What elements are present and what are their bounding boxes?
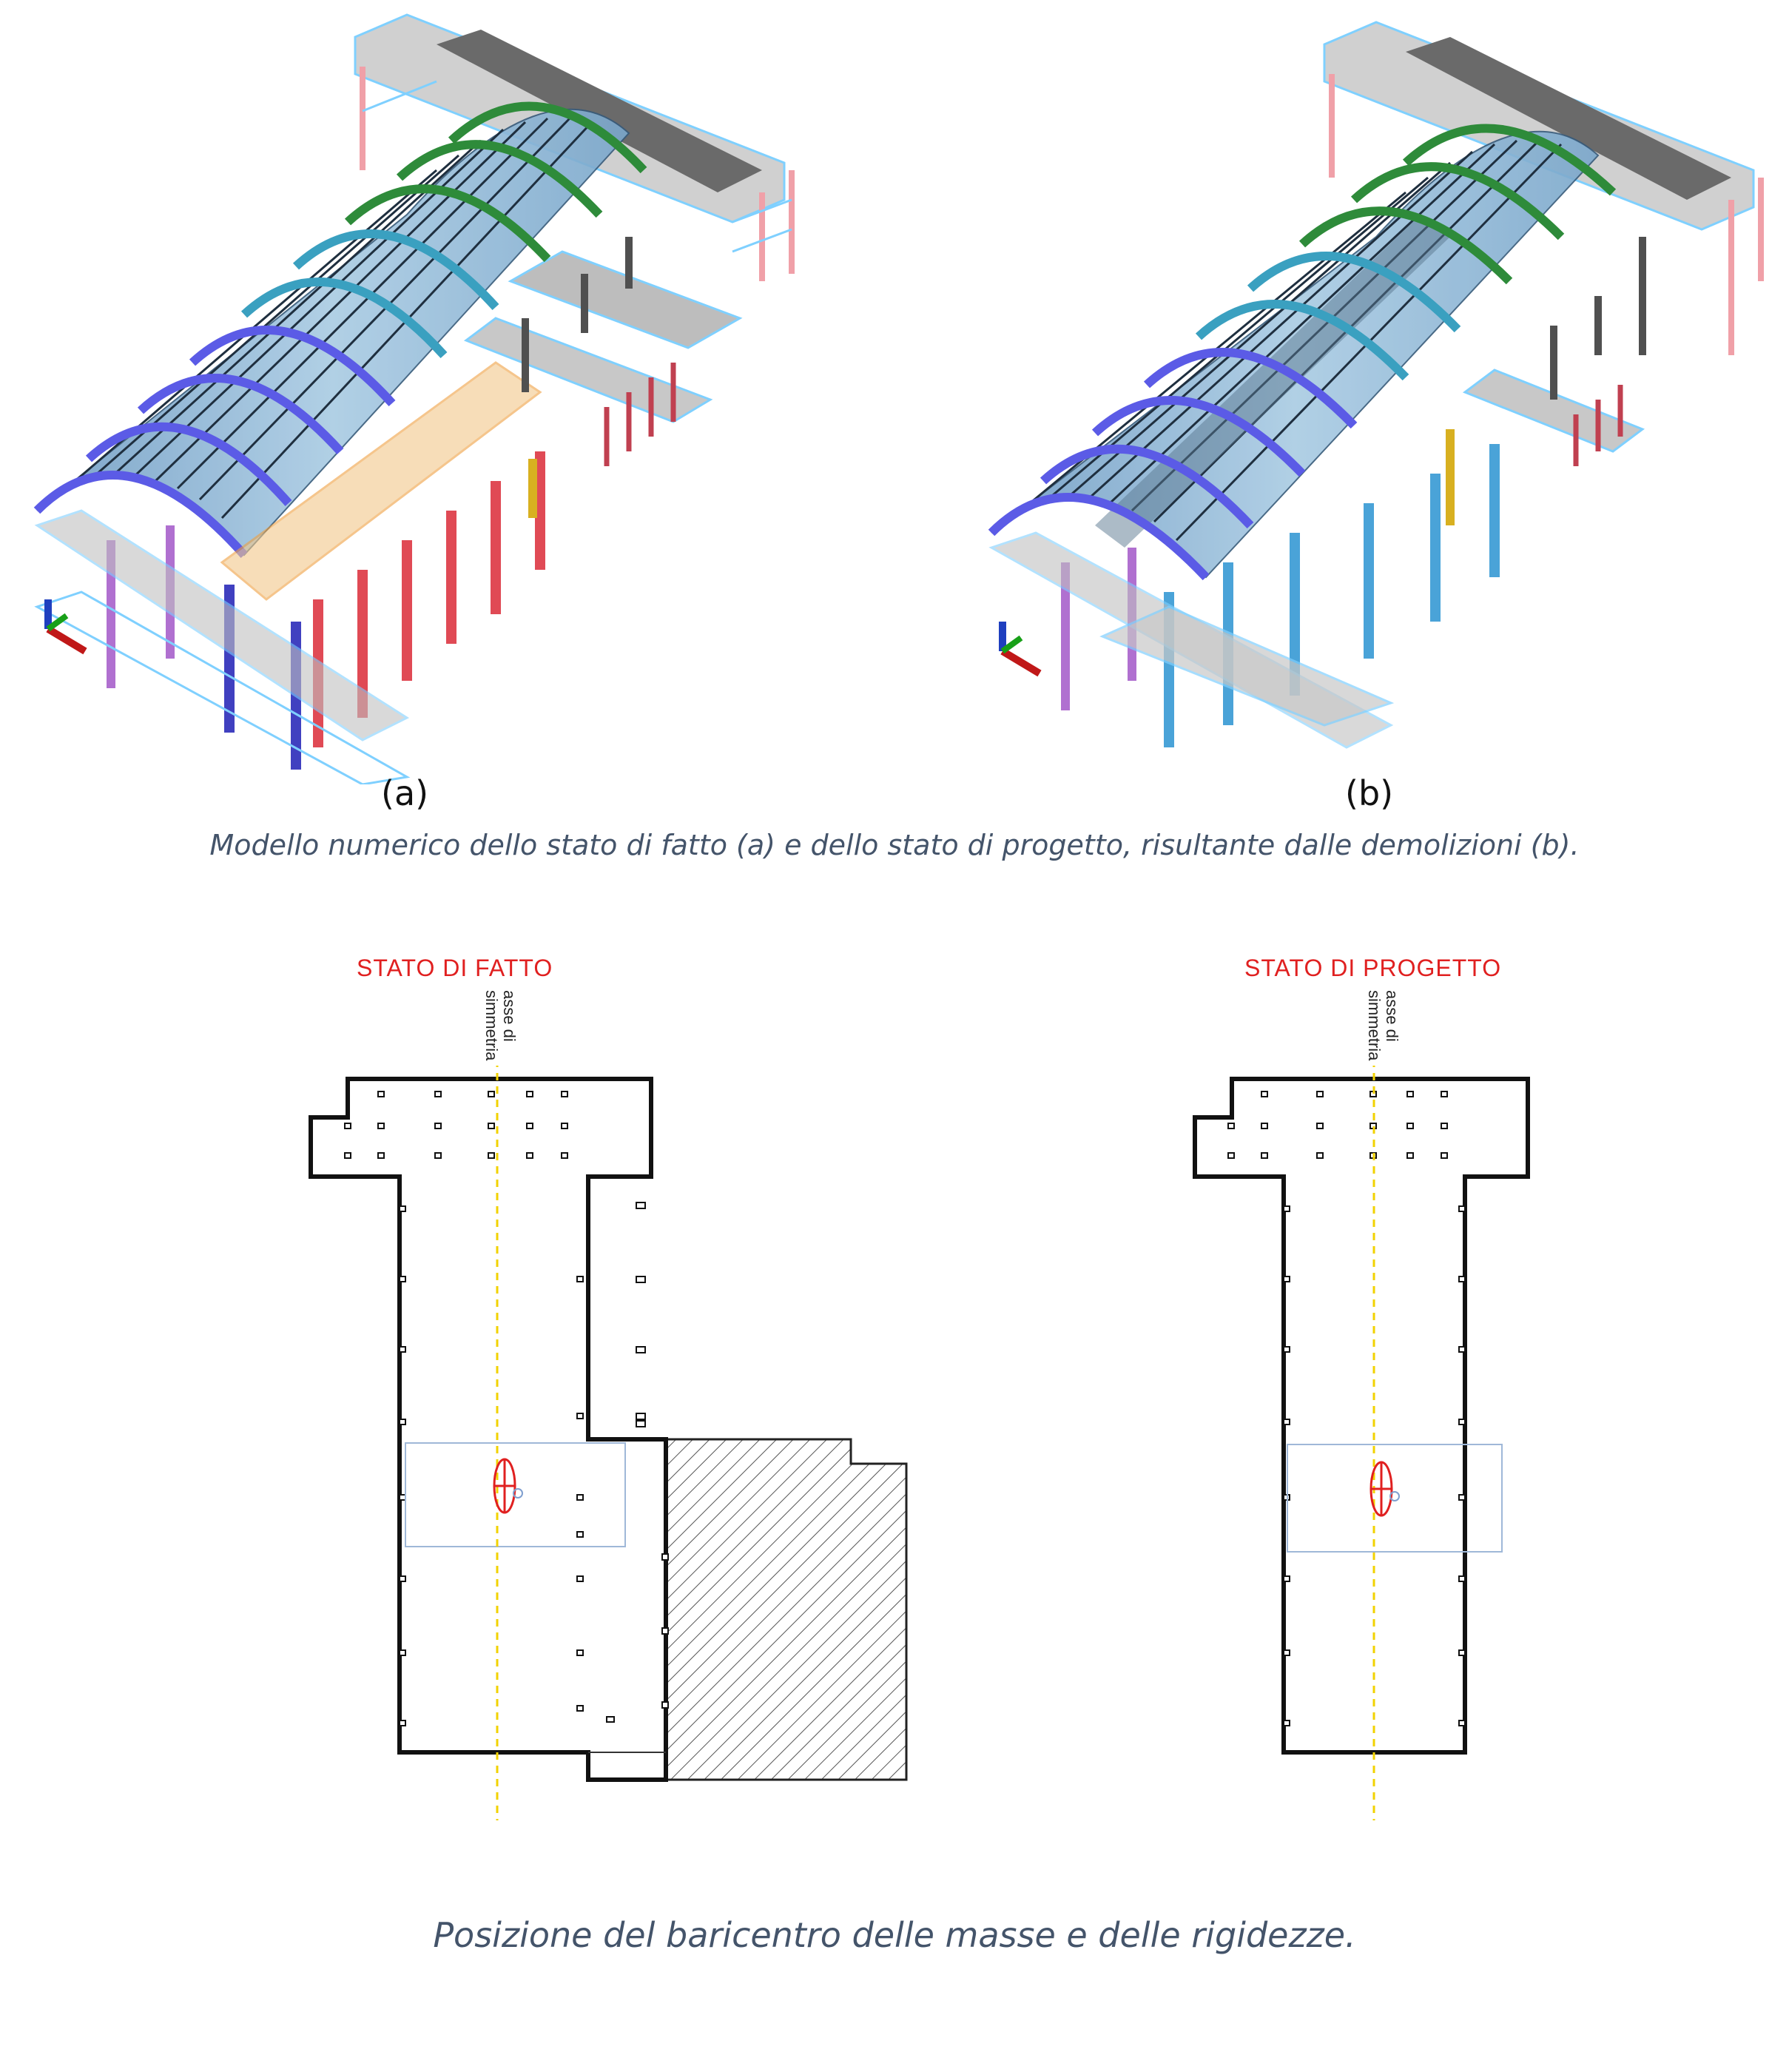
model-3d-stato-di-progetto <box>988 21 1764 749</box>
adjacent-building-hatched <box>664 1438 908 1781</box>
building-outline <box>309 1077 668 1782</box>
figure1-caption: Modello numerico dello stato di fatto (a… <box>209 829 1580 861</box>
panel-b-label: (b) <box>1345 773 1394 813</box>
building-outline <box>1193 1077 1530 1755</box>
figure2-caption: Posizione del baricentro delle masse e d… <box>433 1915 1356 1955</box>
plan-stato-di-fatto <box>309 1066 908 1820</box>
plan-title-stato-di-fatto: STATO DI FATTO <box>357 955 553 981</box>
stiffness-rectangle <box>1287 1444 1503 1553</box>
centroid-symbol <box>1369 1461 1393 1517</box>
symmetry-axis-label-right: asse di simmetria <box>1365 990 1401 1061</box>
centroid-symbol <box>493 1458 516 1514</box>
model-3d-stato-di-fatto <box>33 13 795 784</box>
plan-stato-di-progetto <box>1193 1066 1530 1820</box>
plan-title-stato-di-progetto: STATO DI PROGETTO <box>1244 955 1502 981</box>
panel-a-label: (a) <box>381 773 429 813</box>
stiffness-rectangle <box>405 1442 626 1547</box>
symmetry-axis-label-left: asse di simmetria <box>482 990 519 1061</box>
